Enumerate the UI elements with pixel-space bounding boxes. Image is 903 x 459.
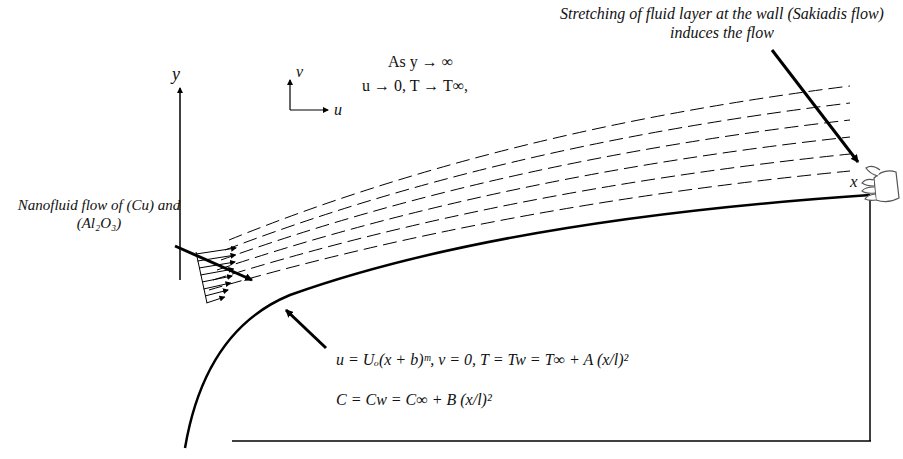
axis-label: v <box>296 62 303 81</box>
axis-label: x <box>850 172 858 192</box>
inflow-arrow <box>204 283 231 289</box>
streamline <box>221 120 850 260</box>
callout-note: Nanofluid flow of (Cu) and (Al₂O₃) <box>4 196 194 232</box>
leader-arrow <box>772 50 858 162</box>
inflow-arrow <box>207 297 225 303</box>
v-arrow <box>289 80 290 110</box>
body-edge <box>232 440 871 442</box>
streamline <box>225 103 850 250</box>
inflow-arrow <box>196 248 236 254</box>
wall-condition: u = Uₒ(x + b)ᵐ, v = 0, T = Tw = T∞ + A (… <box>336 350 628 369</box>
inflow-arrow <box>205 290 228 296</box>
body-edge <box>869 195 871 441</box>
wall-condition: C = Cw = C∞ + B (x/l)² <box>336 390 492 409</box>
boundary-condition: As y → ∞ <box>388 52 453 71</box>
hand <box>862 166 899 201</box>
axis-label: u <box>334 100 342 119</box>
inflow-arrow <box>202 276 232 282</box>
streamline <box>213 154 850 280</box>
streamline <box>229 86 850 240</box>
inflow-arrows <box>196 248 236 303</box>
y-axis <box>179 88 181 280</box>
streamline <box>209 171 850 290</box>
u-arrow <box>290 109 328 110</box>
axis-label: y <box>172 64 180 86</box>
stretching-surface <box>185 195 870 448</box>
streamlines <box>209 86 850 290</box>
boundary-condition: u → 0, T → T∞, <box>362 76 468 95</box>
leader-arrow <box>286 310 326 348</box>
leader-arrow <box>175 246 252 280</box>
callout-note: Stretching of fluid layer at the wall (S… <box>552 4 892 42</box>
